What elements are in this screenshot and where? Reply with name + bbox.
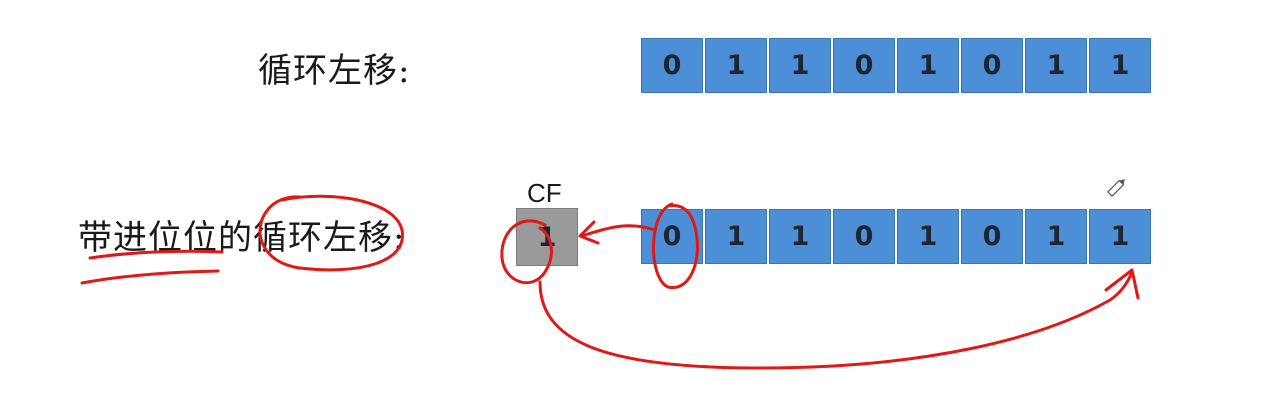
bit-cell: 1 — [1025, 209, 1087, 264]
bit-cell: 1 — [769, 38, 831, 93]
arrow-annotation — [538, 270, 1134, 370]
bit-cell: 0 — [641, 38, 703, 93]
carry-flag-cell: 1 — [516, 208, 578, 266]
arrow-head — [578, 220, 600, 245]
bit-cell: 0 — [833, 209, 895, 264]
carry-flag-label: CF — [527, 178, 562, 208]
bit-cell: 0 — [641, 209, 703, 264]
rotate-through-carry-label: 带进位位的循环左移: — [78, 218, 406, 258]
pencil-cursor-icon — [1107, 179, 1125, 197]
rotate-left-label: 循环左移: — [258, 51, 411, 91]
bit-cell: 1 — [897, 38, 959, 93]
bit-cell: 1 — [705, 209, 767, 264]
bit-cell: 1 — [1025, 38, 1087, 93]
underline-stroke — [80, 269, 220, 285]
bit-cell: 0 — [833, 38, 895, 93]
bit-register-row2: 0 1 1 0 1 0 1 1 — [641, 209, 1151, 264]
bit-cell: 1 — [897, 209, 959, 264]
arrow-head — [1104, 268, 1140, 300]
bit-cell: 1 — [1089, 38, 1151, 93]
bit-cell: 1 — [705, 38, 767, 93]
bit-cell: 1 — [1089, 209, 1151, 264]
bit-cell: 0 — [961, 38, 1023, 93]
bit-register-row1: 0 1 1 0 1 0 1 1 — [641, 38, 1151, 93]
bit-cell: 0 — [961, 209, 1023, 264]
bit-cell: 1 — [769, 209, 831, 264]
